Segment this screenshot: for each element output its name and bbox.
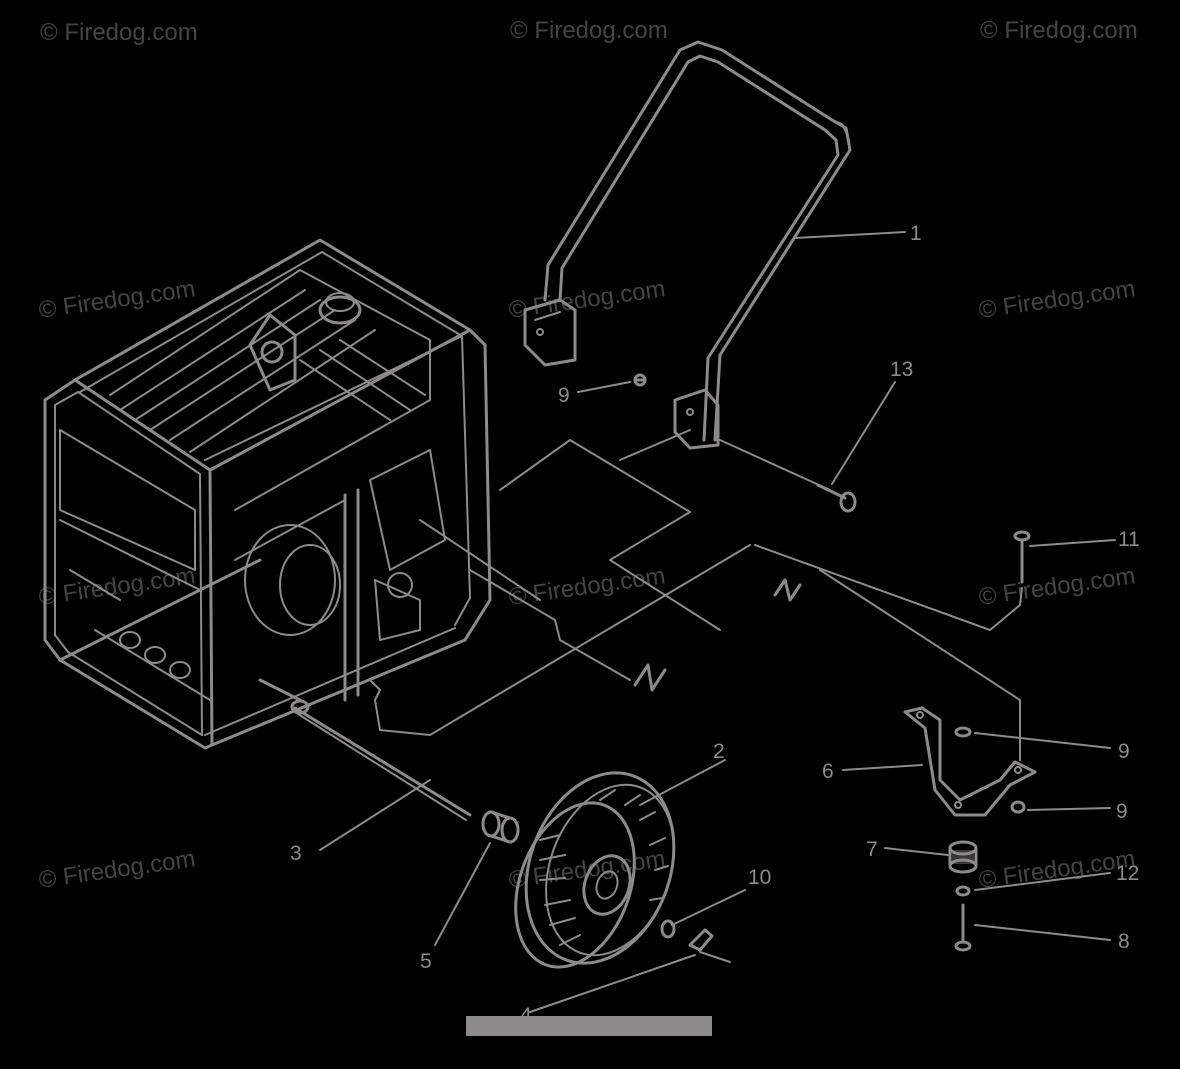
watermark-3: © Firedog.com bbox=[980, 17, 1138, 44]
foot-bracket-part-6 bbox=[903, 706, 1037, 817]
watermark-8: © Firedog.com bbox=[507, 562, 667, 611]
watermark-5: © Firedog.com bbox=[507, 275, 667, 324]
callout-3: 3 bbox=[290, 842, 302, 865]
watermark-2: © Firedog.com bbox=[510, 17, 668, 44]
watermark-4: © Firedog.com bbox=[37, 275, 197, 324]
callout-9-handle: 9 bbox=[558, 384, 570, 407]
callouts: 1 2 3 4 5 6 7 8 9 9 9 10 11 12 13 bbox=[290, 222, 1140, 1027]
watermarks: © Firedog.com © Firedog.com © Firedog.co… bbox=[37, 17, 1138, 894]
callout-1: 1 bbox=[910, 222, 922, 245]
bottom-bar bbox=[466, 1016, 712, 1036]
generator-frame bbox=[43, 238, 492, 750]
leader-lines bbox=[319, 231, 1116, 1013]
callout-2: 2 bbox=[713, 740, 725, 763]
callout-13: 13 bbox=[890, 358, 913, 381]
handle-part-1 bbox=[523, 40, 852, 450]
hardware-parts-4-10 bbox=[660, 919, 731, 963]
callout-5: 5 bbox=[420, 950, 432, 973]
wheel-part-2 bbox=[514, 771, 676, 969]
callout-6: 6 bbox=[822, 760, 834, 783]
callout-12: 12 bbox=[1116, 862, 1139, 885]
callout-9-lower: 9 bbox=[1116, 800, 1128, 823]
axle-part-3 bbox=[293, 706, 472, 821]
callout-9-upper: 9 bbox=[1118, 740, 1130, 763]
spacer-part-5 bbox=[481, 810, 520, 844]
washer-9-lower bbox=[1010, 800, 1026, 814]
callout-7: 7 bbox=[866, 838, 878, 861]
watermark-10: © Firedog.com bbox=[37, 845, 197, 894]
callout-10: 10 bbox=[748, 866, 771, 889]
watermark-6: © Firedog.com bbox=[977, 275, 1137, 324]
callout-11: 11 bbox=[1118, 528, 1140, 551]
handle-hardware bbox=[369, 373, 1031, 761]
watermark-9: © Firedog.com bbox=[977, 562, 1137, 611]
watermark-1: © Firedog.com bbox=[40, 19, 198, 46]
mount-hardware bbox=[948, 726, 1026, 952]
washer-9-upper bbox=[954, 726, 972, 738]
callout-8: 8 bbox=[1118, 930, 1130, 953]
